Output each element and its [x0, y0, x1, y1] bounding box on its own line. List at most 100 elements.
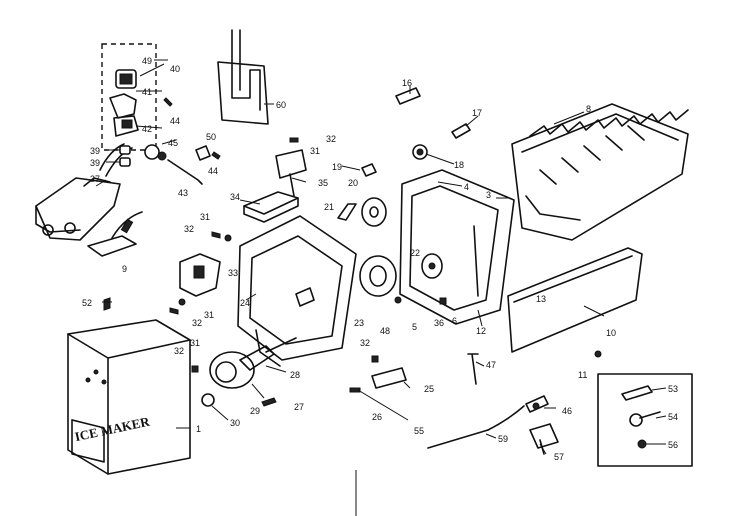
label-26: 26 — [372, 412, 382, 422]
label-13: 13 — [536, 294, 546, 304]
label-4: 4 — [464, 182, 469, 192]
label-45: 45 — [168, 138, 178, 148]
label-40: 40 — [170, 64, 180, 74]
part-34-switch — [243, 191, 299, 223]
part-54-valve — [629, 411, 661, 427]
part-22-drive-gear — [421, 253, 443, 279]
part-60-heater — [217, 29, 269, 125]
label-23: 23 — [354, 318, 364, 328]
label-31a: 31 — [310, 146, 320, 156]
label-31d: 31 — [190, 338, 200, 348]
label-25: 25 — [424, 384, 434, 394]
label-37: 37 — [90, 174, 100, 184]
label-44b: 44 — [208, 166, 218, 176]
inset-frame — [597, 373, 693, 467]
kit-dashed-outline — [101, 43, 157, 151]
part-47-probe — [467, 353, 479, 385]
label-35: 35 — [318, 178, 328, 188]
part-31-screw-lower-left — [191, 365, 199, 373]
part-30-washer — [201, 393, 215, 407]
label-17: 17 — [472, 108, 482, 118]
part-32-screw-top — [289, 137, 299, 143]
part-45-fitting — [144, 144, 167, 161]
part-4-mounting-plate — [399, 169, 515, 325]
label-27: 27 — [294, 402, 304, 412]
label-60: 60 — [276, 100, 286, 110]
part-43-fill-tube — [167, 159, 203, 185]
label-43: 43 — [178, 188, 188, 198]
leader-lines — [95, 59, 667, 455]
part-32-screw-bottom — [371, 355, 379, 363]
label-59: 59 — [498, 434, 508, 444]
part-11-screw — [594, 350, 602, 358]
label-20: 20 — [348, 178, 358, 188]
part-19-switch — [361, 163, 377, 177]
label-1: 1 — [196, 424, 201, 434]
label-10: 10 — [606, 328, 616, 338]
part-44-screw-a — [163, 97, 173, 107]
label-18: 18 — [454, 160, 464, 170]
label-24: 24 — [240, 298, 250, 308]
label-42: 42 — [142, 124, 152, 134]
label-32d: 32 — [360, 338, 370, 348]
label-57: 57 — [554, 452, 564, 462]
part-46-connector — [525, 395, 549, 413]
label-52: 52 — [82, 298, 92, 308]
label-54: 54 — [668, 412, 678, 422]
label-41: 41 — [142, 87, 152, 97]
part-28-shaft — [265, 337, 297, 353]
label-11: 11 — [578, 370, 587, 380]
label-56: 56 — [668, 440, 678, 450]
part-number-labels: 40 49 41 44 42 45 39 39 37 50 44 43 9 60… — [82, 56, 678, 462]
label-6: 6 — [452, 316, 457, 326]
part-44-screw-b — [211, 151, 221, 160]
part-33-thermostat — [179, 253, 221, 297]
part-26-screw — [349, 387, 361, 393]
part-3-ice-mold — [511, 103, 689, 241]
part-29-bearing — [209, 345, 275, 389]
part-25-bracket — [371, 367, 407, 389]
part-9-wire-harness — [87, 211, 143, 257]
part-39-fittings — [119, 145, 131, 167]
label-50: 50 — [206, 132, 216, 142]
part-32-screw-mid — [211, 231, 221, 239]
label-19: 19 — [332, 162, 342, 172]
part-36-screw — [439, 297, 447, 305]
label-47: 47 — [486, 360, 496, 370]
label-36: 36 — [434, 318, 444, 328]
part-24-motor-housing — [237, 215, 357, 367]
label-28: 28 — [290, 370, 300, 380]
label-16: 16 — [402, 78, 412, 88]
part-20-cam — [361, 197, 387, 227]
part-59-wire — [487, 405, 525, 431]
label-21: 21 — [324, 202, 334, 212]
part-8-ejector — [529, 109, 689, 137]
label-31c: 31 — [204, 310, 214, 320]
label-55: 55 — [414, 426, 424, 436]
part-23-motor-gear — [359, 255, 397, 297]
part-27-screw — [261, 397, 277, 407]
label-32e: 32 — [174, 346, 184, 356]
label-39a: 39 — [90, 146, 100, 156]
label-53: 53 — [668, 384, 678, 394]
part-21-spring — [337, 203, 357, 221]
label-9: 9 — [122, 264, 127, 274]
label-49: 49 — [142, 56, 152, 66]
label-32b: 32 — [184, 224, 194, 234]
part-48-screw — [394, 296, 402, 304]
part-32-screw-lower — [169, 307, 179, 315]
part-31-washer-lower — [178, 298, 186, 306]
part-1-ice-maker-cover: ICE MAKER — [67, 319, 191, 475]
label-32c: 32 — [192, 318, 202, 328]
part-10-shield — [507, 247, 643, 353]
label-48: 48 — [380, 326, 390, 336]
label-46: 46 — [562, 406, 572, 416]
part-17-sleeve — [451, 123, 471, 139]
part-53-fitting — [621, 385, 653, 401]
part-52-screw — [103, 297, 111, 311]
label-34: 34 — [230, 192, 240, 202]
label-5: 5 — [412, 322, 417, 332]
label-29: 29 — [250, 406, 260, 416]
label-32a: 32 — [326, 134, 336, 144]
